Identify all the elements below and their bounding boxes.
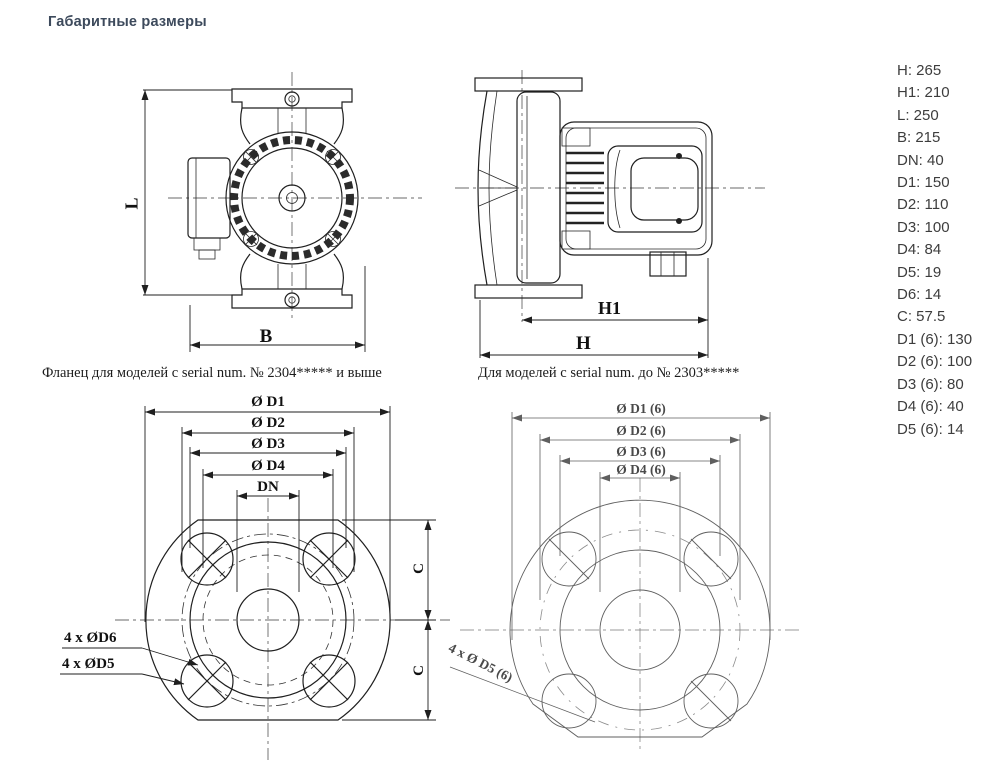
flange-new-c-bottom-label: C [410, 665, 427, 676]
pump-side-view-drawing [455, 70, 765, 359]
flange-new-bolt-inner-label: 4 x ØD5 [62, 656, 115, 672]
dimension-item: D3: 100 [897, 218, 950, 236]
flange-new-d3-label: Ø D3 [251, 436, 285, 452]
side-view-h1-label: H1 [598, 298, 622, 318]
dimension-item: DN: 40 [897, 151, 944, 169]
side-view-h-label: H [576, 333, 591, 354]
dimension-list: H: 265 H1: 210 L: 250 B: 215 DN: 40 D1: … [897, 60, 972, 441]
dimension-item: D5: 19 [897, 263, 942, 281]
flange-new-drawing [60, 406, 450, 760]
dimension-item: L: 250 [897, 106, 939, 124]
dimension-item: D4 (6): 40 [897, 398, 964, 416]
dimension-item: D1: 150 [897, 174, 950, 192]
flange-old-d2-label: Ø D2 (6) [616, 423, 666, 438]
dimension-item: D6: 14 [897, 286, 942, 304]
dimension-item: D2: 110 [897, 196, 949, 214]
dimension-item: H1: 210 [897, 84, 950, 102]
pump-front-view-drawing [141, 72, 422, 352]
front-view-l-label: L [121, 197, 142, 210]
flange-new-d4-label: Ø D4 [251, 458, 285, 474]
flange-old-d4-label: Ø D4 (6) [616, 462, 666, 477]
dimension-item: B: 215 [897, 129, 941, 147]
dimension-item: D3 (6): 80 [897, 375, 964, 393]
flange-new-caption: Фланец для моделей с serial num. № 2304*… [42, 365, 382, 381]
flange-old-drawing [449, 412, 800, 752]
page-title: Габаритные размеры [48, 14, 207, 30]
dimension-item: D1 (6): 130 [897, 330, 973, 348]
flange-new-d2-label: Ø D2 [251, 415, 285, 431]
dimension-item: D4: 84 [897, 241, 942, 259]
flange-new-dn-label: DN [257, 479, 279, 495]
flange-old-d1-label: Ø D1 (6) [616, 401, 666, 416]
flange-new-c-top-label: C [410, 563, 427, 574]
flange-new-bolt-outer-label: 4 x ØD6 [64, 630, 117, 646]
dimension-item: D2 (6): 100 [897, 353, 973, 371]
dimension-item: H: 265 [897, 62, 942, 79]
flange-old-d3-label: Ø D3 (6) [616, 444, 666, 459]
front-view-b-label: B [259, 326, 273, 347]
flange-new-d1-label: Ø D1 [251, 394, 285, 410]
dimension-item: C: 57.5 [897, 308, 946, 326]
dimension-item: D5 (6): 14 [897, 420, 964, 438]
flange-old-caption: Для моделей с serial num. до № 2303***** [478, 365, 740, 381]
